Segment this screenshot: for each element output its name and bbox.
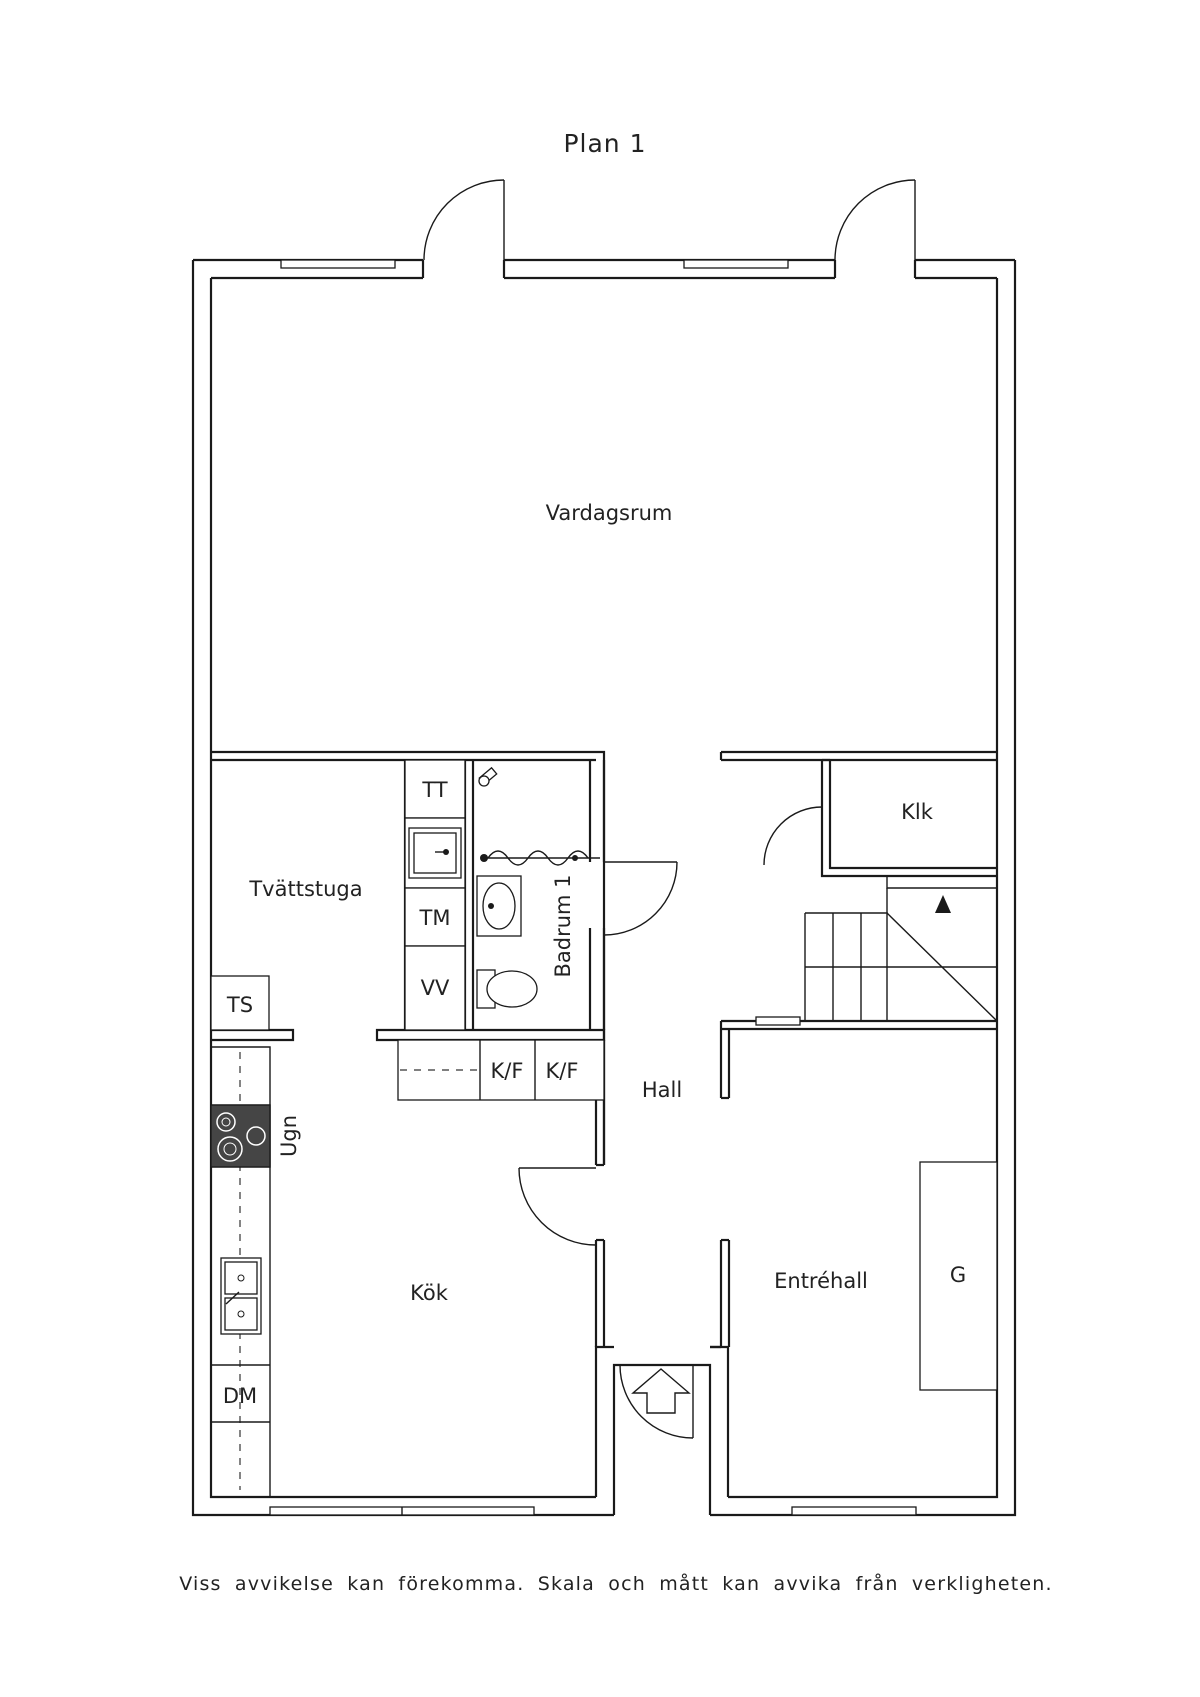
window-stair — [755, 1016, 801, 1026]
kitchen-sink-icon — [220, 1257, 262, 1335]
fixture-vv: VV — [421, 976, 450, 1000]
fridge-freezer-cabinets — [397, 1039, 605, 1101]
stair-up-arrow-icon — [935, 895, 951, 913]
fixture-g: G — [950, 1263, 966, 1287]
window-top-right — [683, 259, 789, 269]
room-tvattstuga: Tvättstuga — [248, 877, 362, 901]
shower-curtain-icon — [480, 850, 600, 866]
washbasin-icon — [476, 875, 522, 937]
room-klk: Klk — [901, 800, 934, 824]
laundry-sink-icon — [408, 827, 462, 879]
entrance-arrow-icon — [631, 1368, 691, 1414]
room-hall: Hall — [642, 1078, 682, 1102]
fixture-kf-2: K/F — [546, 1059, 579, 1083]
ts-box — [210, 975, 270, 1031]
window-bottom-entrehall — [791, 1506, 917, 1516]
door-klk — [763, 806, 823, 866]
fixture-tm: TM — [419, 906, 451, 930]
fixture-kf-1: K/F — [491, 1059, 524, 1083]
room-vardagsrum: Vardagsrum — [546, 501, 673, 525]
door-badrum — [603, 861, 678, 936]
wardrobe-g — [919, 1161, 998, 1391]
shower-head-icon — [478, 766, 498, 787]
door-kitchen — [518, 1167, 597, 1246]
fixture-tt: TT — [421, 778, 447, 802]
fixture-ts: TS — [226, 993, 253, 1017]
room-badrum: Badrum 1 — [551, 874, 575, 977]
room-kok: Kök — [410, 1281, 449, 1305]
door-top-left — [423, 179, 505, 261]
window-top-left — [280, 259, 396, 269]
disclaimer: Viss avvikelse kan förekomma. Skala och … — [179, 1572, 1053, 1595]
fixture-ugn: Ugn — [277, 1115, 301, 1157]
room-entrehall: Entréhall — [774, 1269, 868, 1293]
cooktop-icon — [210, 1104, 271, 1168]
door-entrance — [619, 1364, 694, 1439]
fixture-dm: DM — [223, 1384, 257, 1408]
door-top-right — [834, 179, 916, 261]
toilet-icon — [476, 969, 538, 1009]
plan-title: Plan 1 — [563, 129, 646, 158]
